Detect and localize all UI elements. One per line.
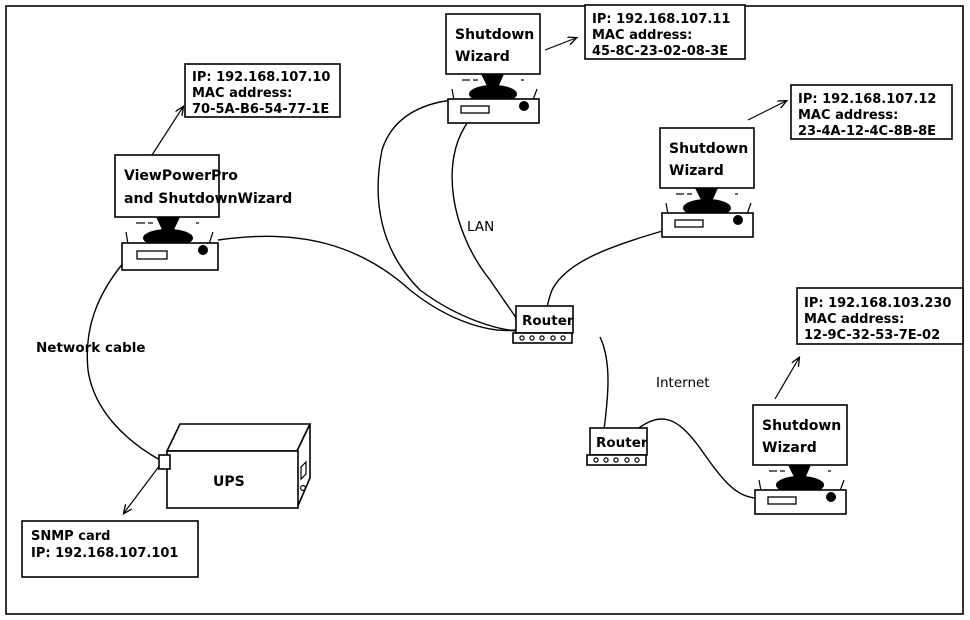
link-viewpowerpro-to-router	[217, 235, 517, 332]
node-ups[interactable]: UPS	[158, 423, 312, 509]
arrow-to-pcbottom-info	[774, 358, 799, 400]
pc-bottom-label-line1: Shutdown	[762, 418, 841, 434]
callout-pcbottom-line1: IP: 192.168.103.230	[804, 296, 951, 311]
node-router-lan[interactable]: Router	[512, 305, 574, 344]
pc-top-monitor-screen	[445, 13, 541, 75]
callout-pcright-info: IP: 192.168.107.12 MAC address: 23-4A-12…	[790, 84, 953, 140]
callout-pcbottom-line3: 12-9C-32-53-7E-02	[804, 328, 940, 343]
pc-top-power-button-icon	[519, 101, 529, 111]
pc-bottom-power-button-icon	[826, 492, 836, 502]
pc-top-drive-slot-icon	[460, 105, 490, 114]
ups-top-face	[165, 423, 312, 452]
callout-pcbottom-info: IP: 192.168.103.230 MAC address: 12-9C-3…	[796, 287, 964, 345]
router-lan-label: Router	[522, 313, 574, 329]
router-internet-port-strip	[586, 454, 647, 466]
viewpowerpro-pc-power-button-icon	[198, 245, 208, 255]
pc-right-monitor-screen	[659, 127, 755, 189]
link-pctop-to-router-outer	[377, 99, 519, 332]
node-pc-top[interactable]: Shutdown Wizard	[445, 13, 541, 124]
pc-right-drive-slot-icon	[674, 219, 704, 228]
node-router-internet[interactable]: Router	[586, 427, 648, 466]
callout-viewpowerpro-line1: IP: 192.168.107.10	[192, 70, 330, 85]
callout-snmp-card: SNMP card IP: 192.168.107.101	[21, 520, 199, 578]
pc-bottom-monitor-screen	[752, 404, 848, 466]
pc-right-monitor-stand-icon	[695, 188, 718, 206]
callout-pcright-line2: MAC address:	[798, 108, 898, 123]
link-viewpowerpro-to-ups	[86, 261, 161, 461]
viewpowerpro-label-line2: and ShutdownWizard	[124, 191, 292, 207]
pc-top-monitor-stand-icon	[481, 74, 504, 92]
router-internet-body	[589, 427, 648, 456]
arrow-to-snmp-card	[124, 464, 161, 513]
link-label-lan: LAN	[467, 219, 494, 235]
node-pc-bottom[interactable]: Shutdown Wizard	[752, 404, 848, 515]
callout-pctop-line1: IP: 192.168.107.11	[592, 12, 730, 27]
callout-viewpowerpro-line3: 70-5A-B6-54-77-1E	[192, 102, 329, 117]
ups-indicator-led-icon	[300, 485, 307, 492]
callout-viewpowerpro-info: IP: 192.168.107.10 MAC address: 70-5A-B6…	[184, 63, 341, 118]
callout-snmp-line2: IP: 192.168.107.101	[31, 546, 178, 561]
pc-right-power-button-icon	[733, 215, 743, 225]
link-label-network-cable: Network cable	[36, 340, 146, 356]
viewpowerpro-monitor-stand-icon	[156, 217, 180, 236]
arrow-to-viewpowerpro-info	[151, 107, 183, 156]
callout-pcbottom-line2: MAC address:	[804, 312, 904, 327]
pc-right-label-line1: Shutdown	[669, 141, 748, 157]
viewpowerpro-monitor-screen	[114, 154, 220, 218]
arrow-to-pcright-info	[747, 101, 786, 121]
ups-front-face	[166, 450, 299, 509]
pc-bottom-label-line2: Wizard	[762, 440, 817, 456]
link-internet-router-to-pcbottom	[635, 418, 757, 499]
pc-top-label-line2: Wizard	[455, 49, 510, 65]
callout-viewpowerpro-line2: MAC address:	[192, 86, 292, 101]
link-router-to-internet-router	[599, 336, 609, 431]
link-label-internet: Internet	[656, 375, 710, 391]
node-pc-right[interactable]: Shutdown Wizard	[659, 127, 755, 238]
node-viewpowerpro[interactable]: ViewPowerPro and ShutdownWizard	[114, 154, 292, 271]
pc-top-label-line1: Shutdown	[455, 27, 534, 43]
callout-snmp-line1: SNMP card	[31, 529, 110, 544]
callout-pcright-line1: IP: 192.168.107.12	[798, 92, 936, 107]
viewpowerpro-pc-drive-slot-icon	[136, 250, 168, 260]
pc-bottom-monitor-stand-icon	[788, 465, 811, 483]
callout-pctop-info: IP: 192.168.107.11 MAC address: 45-8C-23…	[584, 4, 746, 60]
router-internet-label: Router	[596, 435, 648, 451]
router-lan-port-strip	[512, 332, 573, 344]
callout-pctop-line2: MAC address:	[592, 28, 692, 43]
ups-label: UPS	[213, 474, 245, 490]
pc-right-label-line2: Wizard	[669, 163, 724, 179]
viewpowerpro-label-line1: ViewPowerPro	[124, 168, 238, 184]
pc-bottom-drive-slot-icon	[767, 496, 797, 505]
arrow-to-pctop-info	[544, 38, 576, 51]
link-pctop-to-router-inner	[451, 121, 525, 331]
ups-snmp-card-port	[158, 454, 171, 470]
callout-pcright-line3: 23-4A-12-4C-8B-8E	[798, 124, 936, 139]
ups-vent-slot-icon	[300, 460, 307, 481]
callout-pctop-line3: 45-8C-23-02-08-3E	[592, 44, 728, 59]
